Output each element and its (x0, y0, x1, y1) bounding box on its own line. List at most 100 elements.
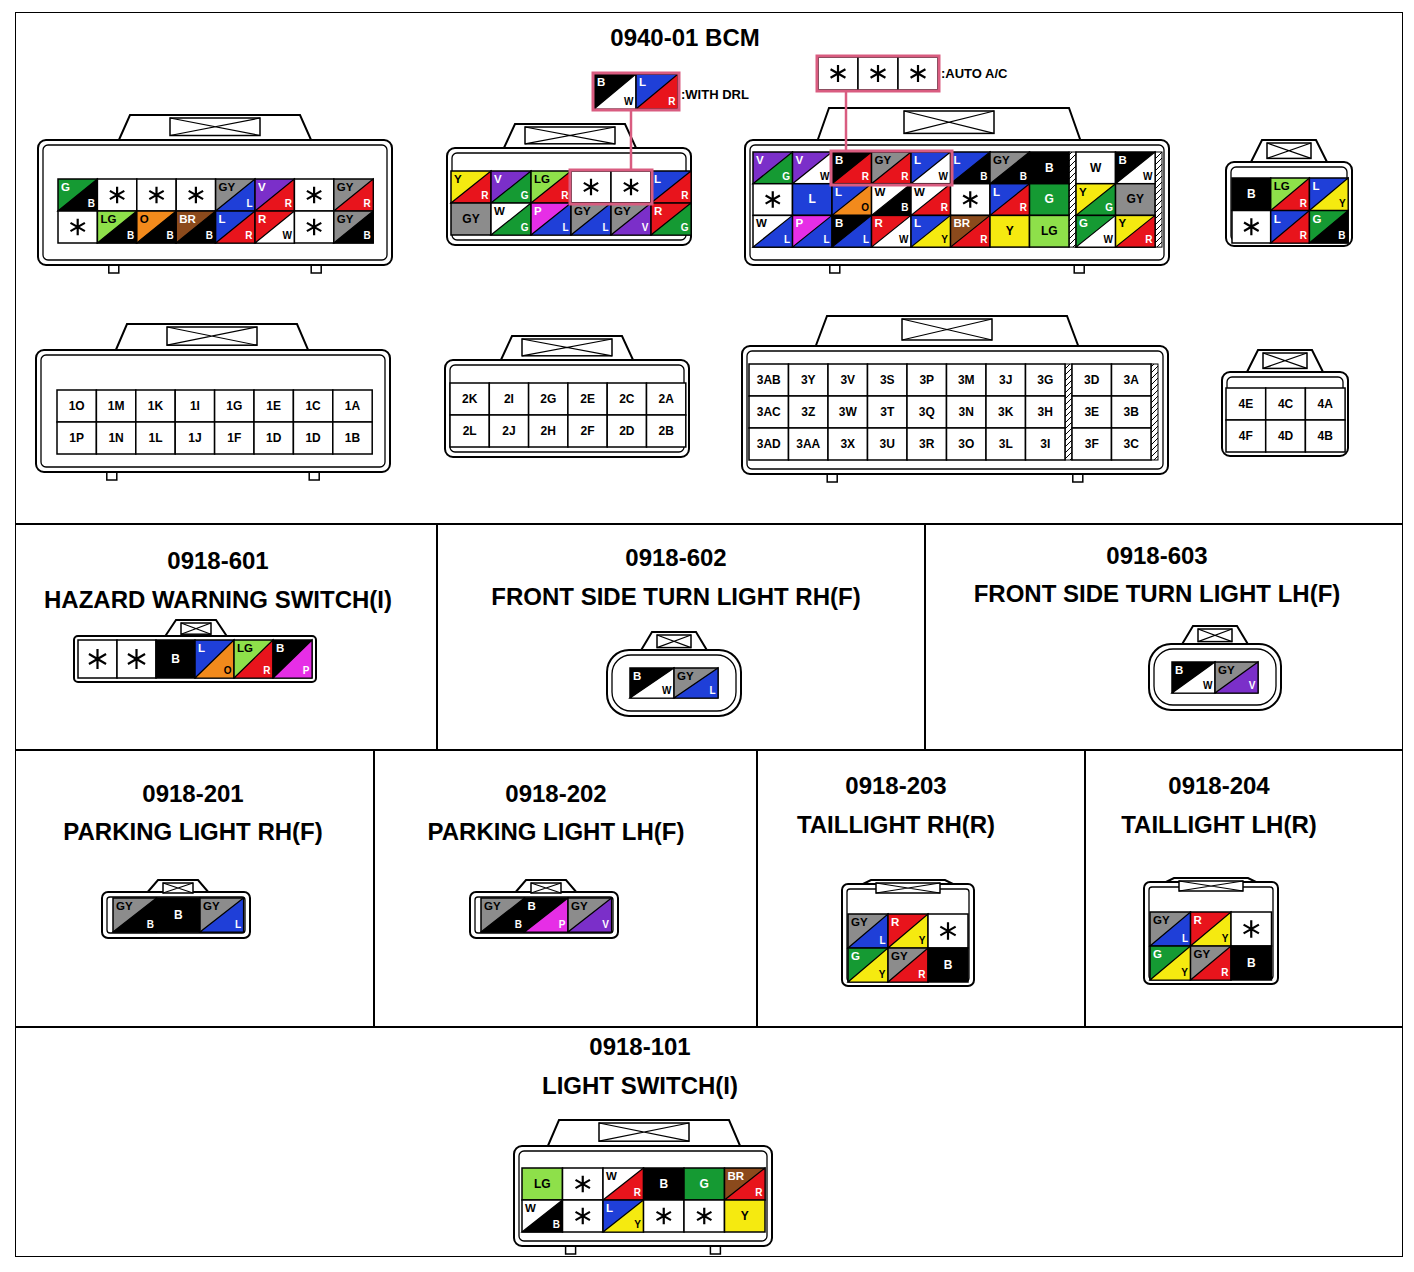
wire-cell (531, 171, 571, 203)
wire-stripe-color: R (668, 97, 675, 108)
wire-color: GY (851, 916, 868, 928)
wire-cell (334, 179, 373, 211)
wire-cell (1030, 184, 1070, 216)
pin-number: 3S (880, 374, 895, 387)
connector-code: 0918-204 (1168, 773, 1269, 799)
housing-latch (1246, 350, 1324, 374)
wire-cell (725, 1200, 766, 1232)
empty-cell (563, 1168, 604, 1200)
wire-stripe (872, 215, 912, 247)
wire-stripe (334, 179, 373, 211)
wire-color: W (875, 186, 886, 198)
wire-color: B (633, 670, 641, 682)
pin-number: 4A (1318, 398, 1333, 411)
wire-stripe-color: R (285, 199, 292, 210)
latch-box (525, 127, 615, 144)
pin-number: 4E (1239, 398, 1254, 411)
housing-inner (107, 897, 245, 933)
pin-number: 1P (69, 432, 84, 445)
wire-cell (156, 640, 195, 678)
wire-stripe-color: R (862, 172, 869, 183)
wire-color: W (525, 1202, 536, 1214)
empty-cell (58, 211, 97, 243)
pin-number: 3F (1085, 438, 1099, 451)
wire-color: V (494, 173, 502, 185)
latch-box (599, 1123, 689, 1141)
wire-stripe-color: R (1221, 968, 1228, 979)
pin-number: 1D (305, 432, 320, 445)
wire-stripe-color: R (263, 666, 270, 677)
wire-stripe (1150, 912, 1191, 946)
wire-cell (872, 152, 912, 184)
wire-stripe (1116, 152, 1156, 184)
wire-color: L (914, 154, 921, 166)
wire-cell (451, 171, 491, 203)
wire-cell (522, 1200, 563, 1232)
housing-inner (1149, 887, 1273, 979)
housing-outline (36, 350, 390, 472)
connector-title: FRONT SIDE TURN LIGHT LH(F) (974, 581, 1341, 607)
pin-number: 1C (305, 400, 320, 413)
wire-color: V (796, 154, 804, 166)
wire-stripe-color: Y (1222, 934, 1229, 945)
wire-stripe (603, 1168, 644, 1200)
wire-color: W (756, 217, 767, 229)
wire-color: GY (993, 154, 1010, 166)
wire-color: Y (1119, 217, 1127, 229)
connector-housing (470, 880, 618, 938)
connector-code: 0918-203 (845, 773, 946, 799)
wire-color: GY (219, 181, 236, 193)
pin-cell (986, 364, 1026, 396)
wire-color: B (1175, 664, 1183, 676)
wire-stripe-color: V (602, 920, 609, 931)
wire-stripe-color: W (662, 686, 671, 697)
wire-stripe (888, 948, 928, 982)
unused-pin-asterisk (911, 65, 926, 82)
latch-cross (170, 118, 260, 136)
wire-color: LG (1274, 180, 1290, 192)
panel-box: 0918-204TAILLIGHT LH(R)GYLRYGYGYRB (1085, 750, 1403, 1027)
latch-cross (904, 111, 994, 133)
pin-cell (57, 390, 96, 422)
wire-color: B (835, 217, 843, 229)
latch-cross (167, 327, 257, 345)
wire-color: B (1247, 188, 1256, 201)
unused-pin-asterisk (89, 649, 106, 669)
wire-color: BR (954, 217, 971, 229)
pin-cell (947, 396, 987, 428)
panel-box: 0918-202PARKING LIGHT LH(F)GYBBPGYV (374, 750, 757, 1027)
wire-stripe-color: O (861, 203, 869, 214)
option-leader (630, 110, 633, 170)
empty-cell (117, 640, 156, 678)
pin-cell (828, 428, 868, 460)
pin-number: 1K (148, 400, 163, 413)
connector-housing (1226, 140, 1352, 246)
connector-title: LIGHT SWITCH(I) (542, 1073, 738, 1099)
wire-stripe-color: W (1143, 172, 1152, 183)
connector-title: 0940-01 BCM (610, 25, 759, 51)
wire-cell (911, 215, 951, 247)
connector-title: PARKING LIGHT LH(F) (428, 819, 685, 845)
wire-cell (848, 948, 888, 982)
pin-number: 1A (345, 400, 360, 413)
wire-color: GY (337, 181, 354, 193)
pin-cell (607, 415, 646, 447)
pin-cell (907, 428, 947, 460)
wire-cell (1116, 215, 1156, 247)
pin-cell (175, 390, 214, 422)
unused-pin-asterisk (1244, 920, 1259, 938)
wire-cell (157, 898, 201, 932)
wire-cell (951, 152, 991, 184)
wire-cell (481, 898, 525, 932)
wire-stripe (216, 179, 255, 211)
pin-number: 1G (226, 400, 242, 413)
pin-number: 3V (840, 374, 855, 387)
wire-cell (888, 948, 928, 982)
wire-stripe (793, 215, 833, 247)
wire-color: GY (462, 213, 479, 226)
unused-pin-asterisk (576, 1176, 590, 1193)
wire-color: Y (454, 173, 462, 185)
wire-stripe-color: B (901, 203, 908, 214)
housing-inner (1154, 649, 1276, 705)
wire-stripe-color: Y (1181, 968, 1188, 979)
